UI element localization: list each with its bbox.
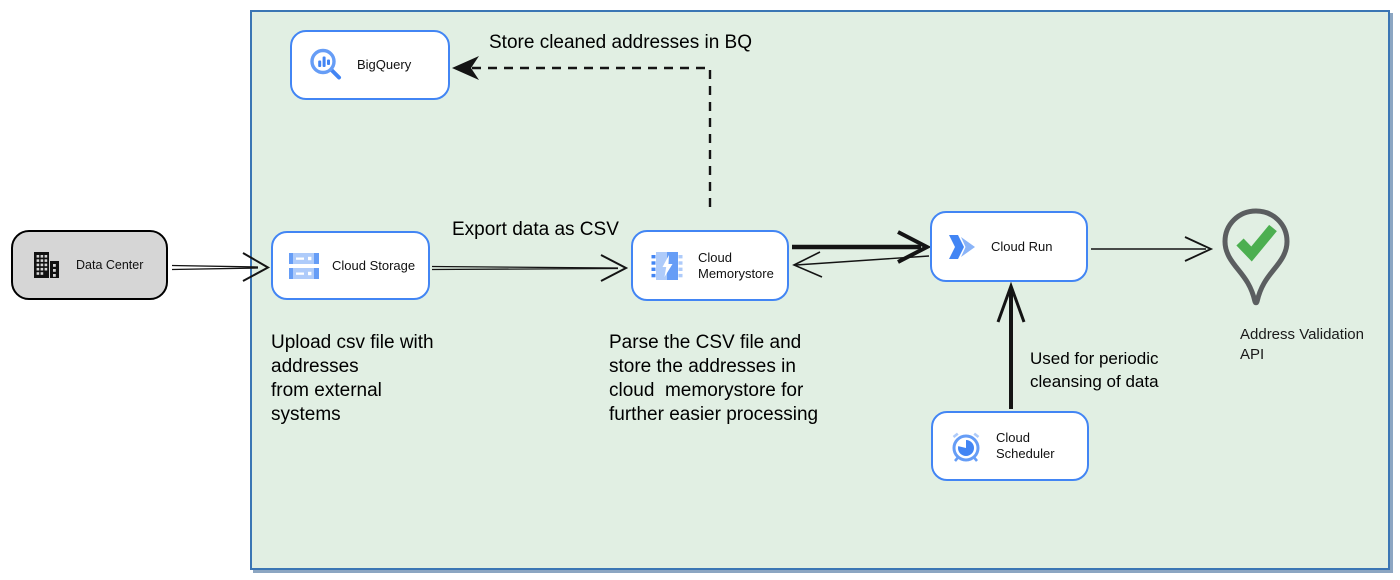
cloud-memorystore-label: Cloud Memorystore (698, 249, 774, 281)
bigquery-label: BigQuery (357, 57, 412, 72)
cloud-scheduler-label: Cloud Scheduler (996, 430, 1055, 461)
bigquery-node[interactable]: BigQuery (290, 30, 450, 100)
cloud-memorystore-icon (649, 249, 685, 283)
cloud-run-label: Cloud Run (991, 238, 1053, 254)
cloud-scheduler-node[interactable]: Cloud Scheduler (931, 411, 1089, 481)
gcp-boundary-box (250, 10, 1390, 570)
cloud-storage-icon (289, 252, 319, 280)
address-validation-node[interactable] (1221, 208, 1291, 308)
annotation-parse-csv: Parse the CSV file and store the address… (609, 332, 819, 425)
bigquery-icon (308, 47, 344, 83)
annotation-store-cleaned: Store cleaned addresses in BQ (489, 32, 752, 53)
data-center-label: Data Center (76, 258, 144, 272)
data-center-node[interactable]: Data Center (11, 230, 168, 300)
cloud-memorystore-node[interactable]: Cloud Memorystore (631, 230, 789, 301)
cloud-storage-label: Cloud Storage (332, 257, 416, 273)
annotation-export-csv: Export data as CSV (452, 219, 619, 240)
data-center-icon (29, 248, 63, 282)
cloud-scheduler-icon (949, 429, 983, 463)
cloud-run-icon (948, 233, 978, 261)
address-validation-label: Address Validation API (1240, 326, 1364, 363)
annotation-upload-csv: Upload csv file with addresses from exte… (271, 332, 434, 425)
cloud-storage-node[interactable]: Cloud Storage (271, 231, 430, 300)
annotation-periodic-cleansing: Used for periodic cleansing of data (1030, 349, 1159, 391)
cloud-run-node[interactable]: Cloud Run (930, 211, 1088, 282)
location-pin-check-icon (1221, 208, 1291, 308)
